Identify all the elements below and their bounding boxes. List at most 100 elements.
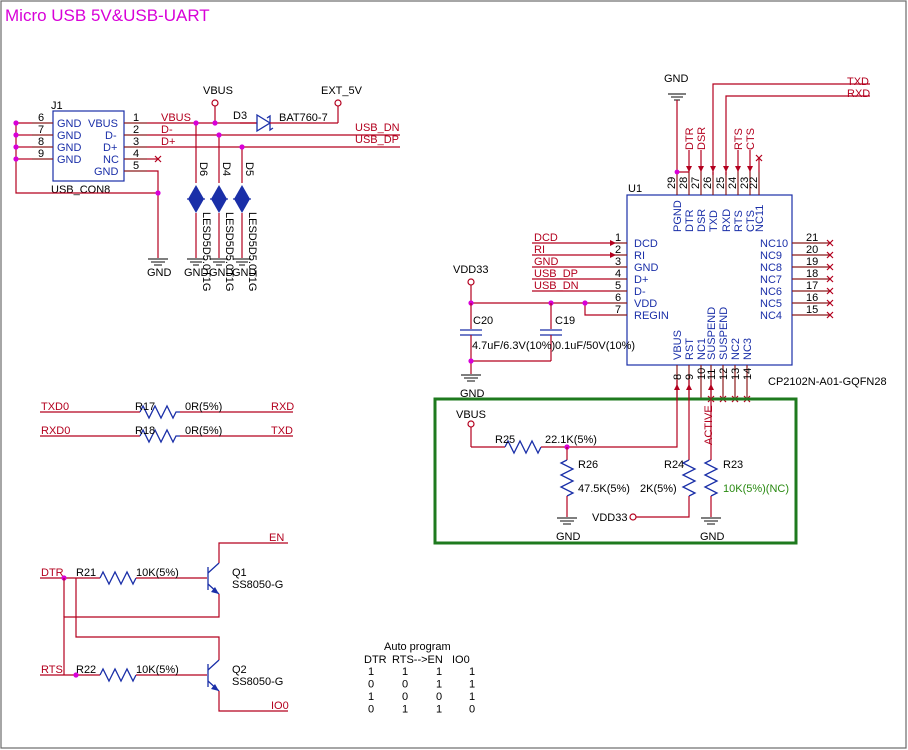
ext5v-power-port (334, 99, 342, 107)
u1-left-pin-name: D- (634, 286, 646, 298)
truth-cell: 1 (402, 704, 408, 716)
truth-cell: 1 (402, 666, 408, 678)
u1-right-pin-num: 21 (806, 232, 818, 244)
net-rxd0: RXD0 (41, 425, 70, 437)
j1-pin8-num: 8 (38, 136, 44, 148)
u1-top-pin-net: DTR (684, 127, 696, 150)
truth-cell: 1 (436, 704, 442, 716)
u1-bottom-pin-name: NC3 (742, 338, 754, 360)
q2-npn-transistor (207, 659, 220, 692)
j1-pin5-num: 5 (133, 160, 139, 172)
r22-ref: R22 (76, 664, 96, 676)
c19-value: 0.1uF/50V(10%) (555, 340, 635, 352)
u1-top-pin-num: 29 (666, 177, 678, 189)
u1-top-pin-name: PGND (672, 200, 684, 232)
c19-capacitor (540, 303, 562, 361)
net-ri: RI (534, 244, 545, 256)
u1-bottom-pins: 8VBUS9RST10NC111SUSPEND12SUSPEND13NC214N… (672, 307, 754, 403)
gnd-label-r26: GND (556, 531, 581, 543)
u1-top-pin-num: 22 (748, 177, 760, 189)
u1-top-pin-name: DSR (696, 209, 708, 232)
net-en: EN (269, 532, 284, 544)
vdd33-power-port (467, 278, 475, 286)
net-dcd: DCD (534, 232, 558, 244)
no-connect-mark (147, 155, 162, 163)
r26-value: 47.5K(5%) (578, 483, 630, 495)
r17-ref: R17 (135, 401, 155, 413)
j1-pin1-num: 1 (133, 112, 139, 124)
r17-value: 0R(5%) (185, 401, 222, 413)
u1-left-pin-num: 5 (615, 280, 621, 292)
truth-col-io0: IO0 (452, 654, 470, 666)
truth-cell: 0 (402, 691, 408, 703)
u1-top-pins: 29PGND28DTRDTR27DSRDSR26TXD25RXD24RTSRTS… (666, 127, 766, 232)
u1-bottom-pin-name: SUSPEND (718, 307, 730, 360)
u1-top-pin-net: RTS (733, 128, 745, 150)
u1-right-pin-name: NC8 (760, 262, 782, 274)
u1-left-pin-num: 6 (615, 292, 621, 304)
u1-right-pin-name: NC7 (760, 274, 782, 286)
u1-ref: U1 (628, 183, 642, 195)
u1-bottom-pin-num: 10 (696, 368, 708, 380)
j1-pin9-name: GND (57, 154, 82, 166)
d4-ref: D4 (220, 162, 232, 176)
r18-value: 0R(5%) (185, 425, 222, 437)
u1-top-pin-name: DTR (684, 209, 696, 232)
u1-top-pin-num: 23 (739, 177, 751, 189)
q2-ref: Q2 (232, 664, 247, 676)
c20-capacitor (460, 303, 482, 374)
d3-schottky-diode (240, 113, 338, 133)
truth-cell: 0 (402, 679, 408, 691)
u1-right-pin-num: 17 (806, 280, 818, 292)
d5-value: LESD5D5.0T1G (246, 212, 258, 291)
u1-part: CP2102N-A01-GQFN28 (768, 376, 887, 388)
vbus-label: VBUS (203, 85, 233, 97)
j1-pin2-num: 2 (133, 124, 139, 136)
j1-pin6-name: GND (57, 118, 82, 130)
sheet-title: Micro USB 5V&USB-UART (5, 6, 210, 25)
u1-right-pin-num: 18 (806, 268, 818, 280)
u1-right-pin-name: NC4 (760, 310, 782, 322)
j1-pin7-name: GND (57, 130, 82, 142)
u1-top-pin-num: 25 (715, 177, 727, 189)
net-dtr: DTR (41, 567, 64, 579)
net-dminus-j1: D- (161, 124, 173, 136)
u1-bottom-pin-name: VBUS (672, 330, 684, 360)
ground-symbol (148, 258, 168, 266)
r24-value: 2K(5%) (640, 483, 677, 495)
reset-network-region (433, 397, 798, 545)
d3-ref: D3 (233, 110, 247, 122)
no-connect-nc11 (755, 154, 763, 172)
c20-ref: C20 (473, 315, 493, 327)
q1-value: SS8050-G (232, 579, 283, 591)
net-rts: RTS (41, 664, 63, 676)
u1-left-pin-name: D+ (634, 274, 648, 286)
net-usb-dp: USB_DP (355, 134, 399, 146)
u1-left-pin-num: 3 (615, 256, 621, 268)
j1-pin4-num: 4 (133, 148, 139, 160)
j1-pin7-num: 7 (38, 124, 44, 136)
u1-top-pin-name: RTS (733, 210, 745, 232)
u1-top-pin-name: RXD (721, 209, 733, 232)
j1-ref: J1 (51, 100, 63, 112)
net-usb-dn: USB_DN (355, 122, 400, 134)
u1-bottom-pin-name: NC2 (730, 338, 742, 360)
truth-table-title: Auto program (384, 641, 451, 653)
u1-right-pin-num: 15 (806, 304, 818, 316)
net-dplus-j1: D+ (161, 136, 175, 148)
u1-left-pin-name: VDD (634, 298, 657, 310)
r18-ref: R18 (135, 425, 155, 437)
u1-top-pin-name: NC11 (754, 205, 766, 232)
gnd-label-r23: GND (700, 531, 725, 543)
truth-col-dtr: DTR (364, 654, 387, 666)
u1-bottom-pin-num: 9 (684, 374, 696, 380)
vbus-power-port-2 (467, 420, 475, 428)
tvs-d6 (187, 120, 205, 266)
truth-cell: 0 (436, 691, 442, 703)
vdd33-power-port-2 (629, 513, 637, 521)
u1-left-pin-name: REGIN (634, 310, 669, 322)
u1-right-pin-num: 20 (806, 244, 818, 256)
truth-cell: 1 (469, 679, 475, 691)
